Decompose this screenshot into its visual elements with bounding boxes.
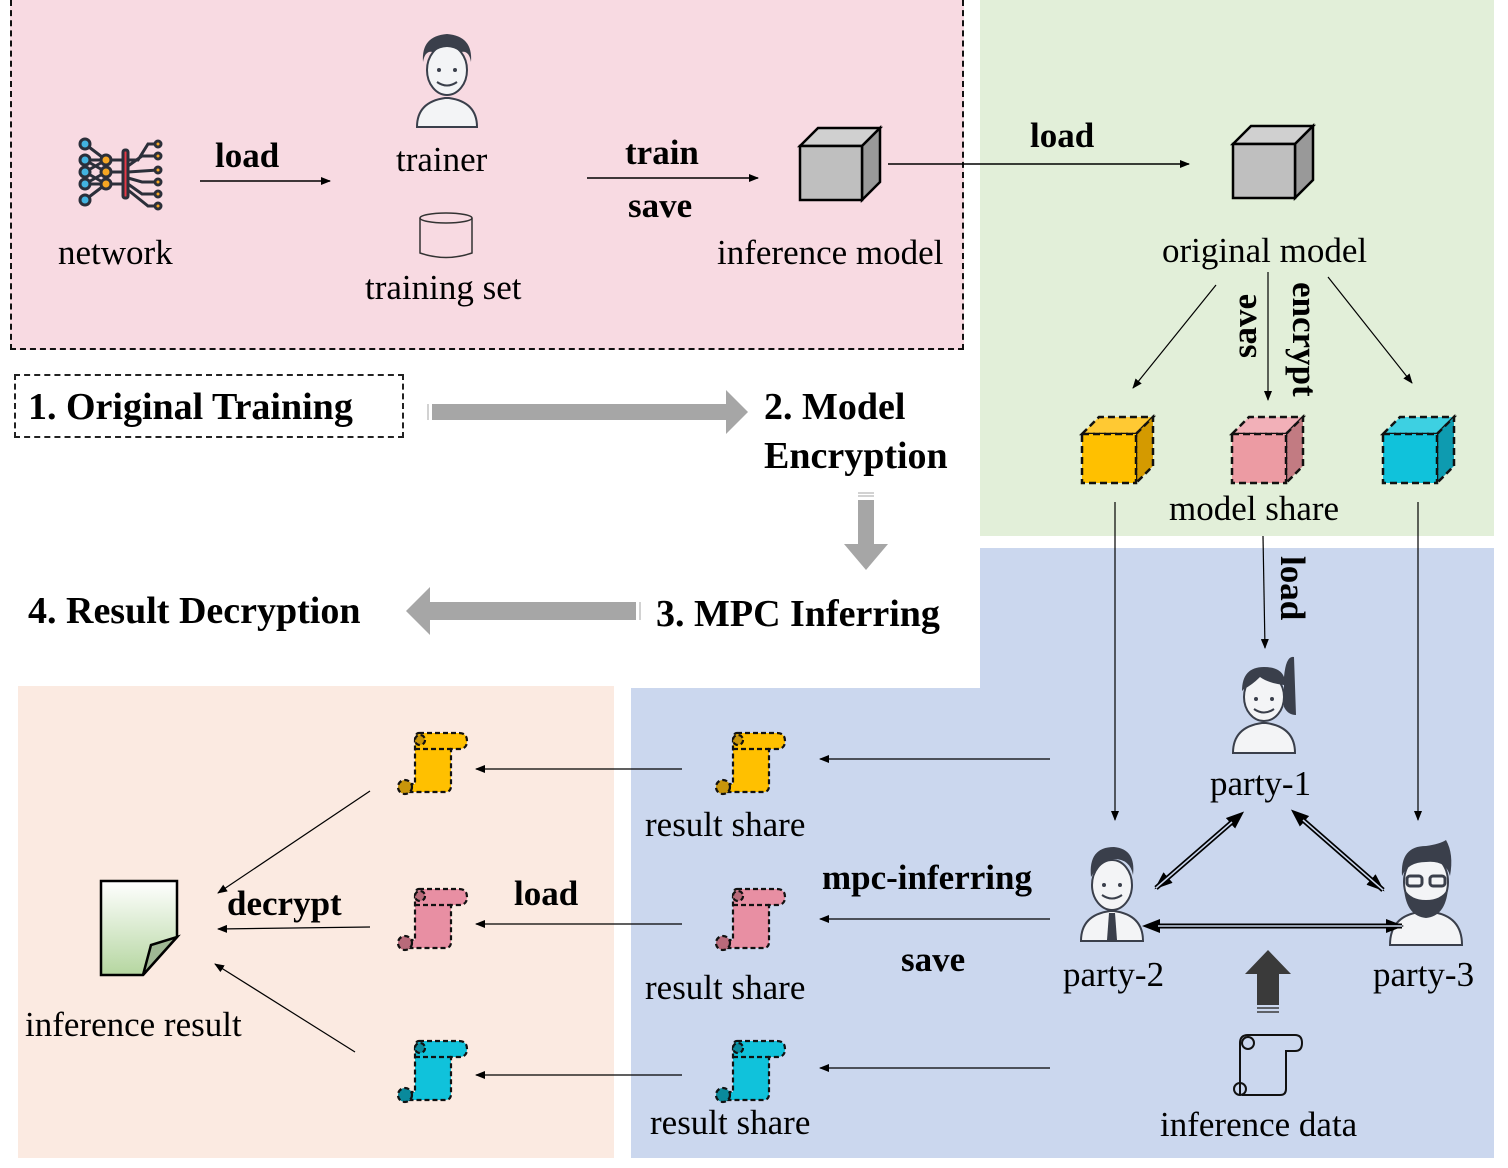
load-label-mpc: load — [1273, 556, 1312, 621]
result-share-label-1: result share — [645, 805, 806, 844]
load-label-training: load — [215, 136, 280, 175]
save-label-training: save — [628, 186, 693, 225]
decrypt-label: decrypt — [227, 884, 342, 923]
step-3-label: 3. MPC Inferring — [656, 593, 940, 635]
model-share-label: model share — [1169, 489, 1340, 528]
party-2-label: party-2 — [1063, 955, 1165, 994]
save-label-encryption: save — [1225, 294, 1264, 359]
network-label: network — [58, 233, 173, 272]
mpc-inferring-panel — [631, 688, 1494, 1158]
trainer-label: trainer — [396, 140, 488, 179]
inference-result-label: inference result — [25, 1005, 242, 1044]
flow-arrow-1-to-2 — [427, 390, 748, 434]
party-1-label: party-1 — [1210, 764, 1312, 803]
step-1-box — [14, 374, 404, 438]
inference-data-label: inference data — [1160, 1105, 1358, 1144]
original-model-label: original model — [1162, 231, 1368, 270]
step-4-label: 4. Result Decryption — [28, 590, 361, 632]
step-2-label-line2: Encryption — [764, 435, 948, 477]
step-1-label: 1. Original Training — [28, 386, 353, 428]
train-label: train — [625, 133, 699, 172]
training-set-label: training set — [365, 268, 522, 307]
load-label-encryption: load — [1030, 116, 1095, 155]
step-2-label-line1: 2. Model — [764, 386, 906, 428]
flow-arrow-2-to-3 — [844, 492, 888, 570]
save-label-mpc: save — [901, 940, 966, 979]
mpc-inferring-panel-top — [980, 548, 1494, 693]
result-share-label-3: result share — [650, 1103, 811, 1142]
encrypt-label: encrypt — [1285, 282, 1324, 397]
party-3-label: party-3 — [1373, 955, 1475, 994]
mpc-inferring-label: mpc-inferring — [822, 858, 1032, 897]
result-share-label-2: result share — [645, 968, 806, 1007]
load-label-decryption: load — [514, 874, 579, 913]
inference-model-label: inference model — [717, 233, 944, 272]
flow-arrow-3-to-4 — [406, 587, 641, 635]
